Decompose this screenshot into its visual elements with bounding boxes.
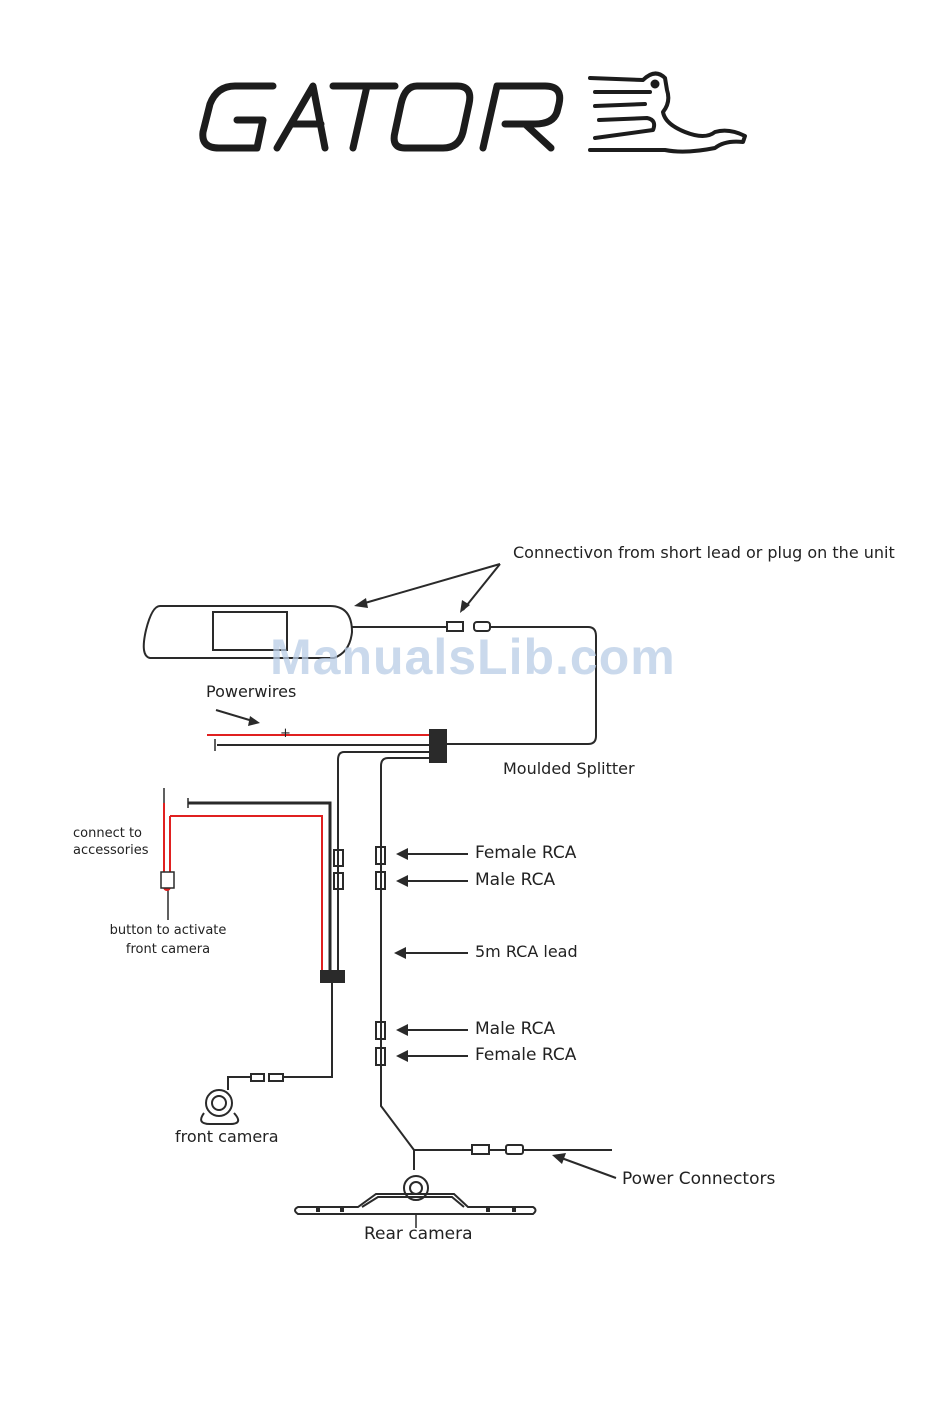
power-connector-a (472, 1145, 489, 1154)
power-connectors-label: Power Connectors (622, 1169, 775, 1189)
watermark: ManualsLib.com (270, 628, 676, 686)
arrowhead-mirror (354, 598, 368, 608)
arrowhead-powerwires (248, 716, 260, 726)
connect-accessories-label-line2: accessories (73, 842, 149, 859)
plate-screw-3 (486, 1208, 490, 1212)
male-rca-top-label: Male RCA (475, 870, 555, 890)
button-label-line2: front camera (98, 941, 238, 958)
moulded-splitter-label: Moulded Splitter (503, 759, 635, 778)
harness-junction-block (320, 970, 345, 983)
plate-screw-2 (340, 1208, 344, 1212)
arrowhead-power-connectors (552, 1153, 566, 1164)
plate-screw-4 (512, 1208, 516, 1212)
button-label-line1: button to activate (98, 922, 238, 939)
rear-camera-label: Rear camera (364, 1224, 473, 1244)
arrowhead-rca-lead (394, 947, 406, 959)
front-camera-lens-inner (212, 1096, 226, 1110)
arrowhead-male-rca-top (396, 875, 408, 887)
front-camera-lens-outer (206, 1090, 232, 1116)
activation-button (161, 872, 174, 888)
plus-sign: + (280, 725, 291, 742)
female-rca-bottom-label: Female RCA (475, 1045, 576, 1065)
connection-label: Connectivon from short lead or plug on t… (513, 543, 895, 562)
rear-camera-lens-inner (410, 1182, 422, 1194)
rca-lead-label: 5m RCA lead (475, 942, 578, 961)
front-camera-label: front camera (175, 1127, 279, 1146)
front-camera-plug-a (269, 1074, 283, 1081)
female-rca-top-label: Female RCA (475, 843, 576, 863)
male-rca-bottom-label: Male RCA (475, 1019, 555, 1039)
plate-screw-1 (316, 1208, 320, 1212)
front-camera-plug-b (251, 1074, 264, 1081)
arrowhead-male-rca-bottom (396, 1024, 408, 1036)
arrowhead-female-rca-top (396, 848, 408, 860)
arrowhead-female-rca-bottom (396, 1050, 408, 1062)
connect-accessories-label-line1: connect to (73, 825, 142, 842)
moulded-splitter-block (429, 729, 447, 763)
power-connector-b (506, 1145, 523, 1154)
